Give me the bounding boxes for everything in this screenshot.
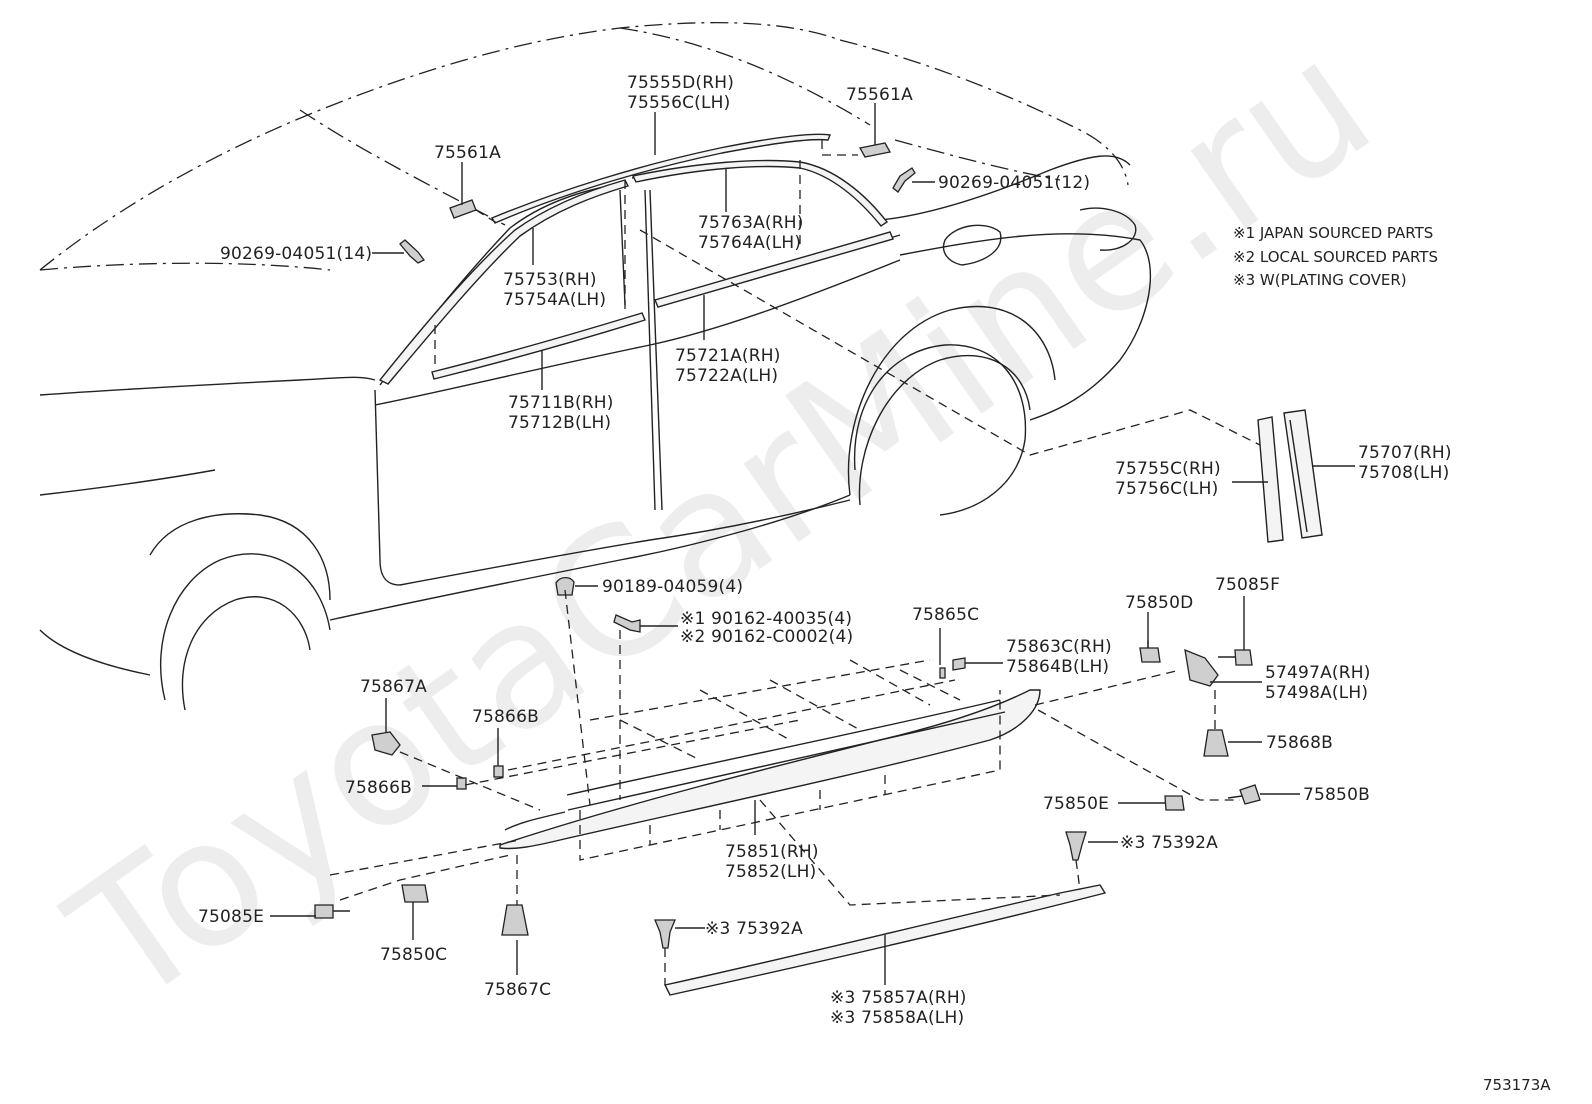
label-75866b-top: 75866B [472,707,539,727]
label-75708: 75708(LH) [1358,463,1449,483]
front-belt-moulding [431,312,646,380]
label-57498a: 57498A(LH) [1265,683,1368,703]
label-75866b-left: 75866B [345,778,412,798]
label-75852: 75852(LH) [725,862,816,882]
label-90269-12: 90269-04051(12) [938,173,1090,193]
label-90269-14: 90269-04051(14) [220,244,372,264]
screw-90269-left [399,239,425,264]
label-75867a: 75867A [360,677,427,697]
label-75763a: 75763A(RH) [698,213,804,233]
label-75865c: 75865C [912,605,979,625]
label-75858a: ※3 75858A(LH) [830,1008,964,1028]
label-75555d: 75555D(RH) [627,73,734,93]
label-75561a-left: 75561A [434,143,501,163]
watermark: ToyotaCarMine.ru [37,1,1407,1045]
assembly-dashed-lines [329,140,1261,985]
notes-legend: ※1 JAPAN SOURCED PARTS ※2 LOCAL SOURCED … [1233,224,1438,289]
label-75850d: 75850D [1125,593,1193,613]
part-labels: 75555D(RH) 75556C(LH) 75561A 75561A 9026… [198,73,1452,1028]
label-75764a: 75764A(LH) [698,233,801,253]
clip-75561a-right [858,142,892,158]
label-75754a: 75754A(LH) [503,290,606,310]
label-75850c: 75850C [380,945,447,965]
rocker-panel-moulding [499,689,1041,850]
label-75561a-right: 75561A [846,85,913,105]
label-75868b: 75868B [1266,733,1333,753]
label-90162-1: ※1 90162-40035(4) [680,609,852,629]
label-75850e: 75850E [1043,794,1109,814]
label-75864b: 75864B(LH) [1006,657,1109,677]
rear-belt-moulding [654,231,894,308]
pillar-garnish-75707 [1283,409,1323,539]
label-90162-2: ※2 90162-C0002(4) [680,627,853,647]
label-75722a: 75722A(LH) [675,366,778,386]
label-75863c: 75863C(RH) [1006,637,1112,657]
front-door-frame-moulding [378,179,630,385]
label-75851: 75851(RH) [725,842,819,862]
rear-door-frame-moulding [631,159,889,227]
label-75711b: 75711B(RH) [508,393,614,413]
note-local-sourced: ※2 LOCAL SOURCED PARTS [1233,248,1438,266]
note-plating-cover: ※3 W(PLATING COVER) [1233,271,1407,289]
roof-moulding [490,133,831,224]
label-75756c: 75756C(LH) [1115,479,1218,499]
screw-90269-right [892,167,916,193]
fastener-parts [314,576,1261,949]
label-75556c: 75556C(LH) [627,93,730,113]
note-japan-sourced: ※1 JAPAN SOURCED PARTS [1233,224,1433,242]
label-75755c: 75755C(RH) [1115,459,1221,479]
label-75712b: 75712B(LH) [508,413,611,433]
label-75085f: 75085F [1215,575,1280,595]
label-75085e: 75085E [198,907,264,927]
pillar-garnish-75755c [1257,416,1284,543]
label-75707: 75707(RH) [1358,443,1452,463]
label-75721a: 75721A(RH) [675,346,781,366]
clip-75561a-left [449,199,477,219]
leader-lines [270,103,1355,985]
label-75857a: ※3 75857A(RH) [830,988,967,1008]
label-57497a: 57497A(RH) [1265,663,1371,683]
label-75850b: 75850B [1303,785,1370,805]
label-75392a-left: ※3 75392A [705,919,803,939]
figure-code: 753173A [1483,1076,1551,1094]
label-90189: 90189-04059(4) [602,577,743,597]
label-75753: 75753(RH) [503,270,597,290]
label-75392a-right: ※3 75392A [1120,833,1218,853]
label-75867c: 75867C [484,980,551,1000]
